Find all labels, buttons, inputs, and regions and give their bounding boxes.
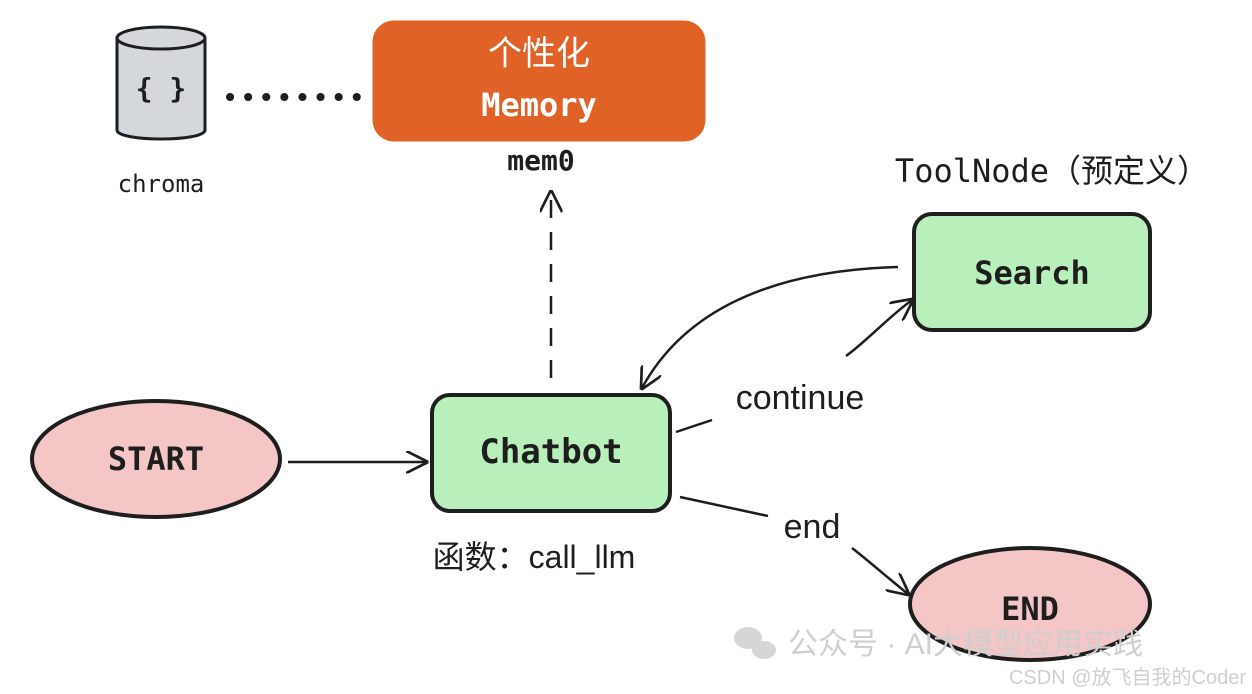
chroma-label: chroma xyxy=(118,170,205,198)
memory-node xyxy=(372,20,706,142)
memory-subtitle: Memory xyxy=(481,86,597,124)
watermark-wechat: 公众号 · AI大模型应用实践 xyxy=(788,628,1143,661)
start-label: START xyxy=(108,440,204,478)
wechat-icon xyxy=(734,627,776,659)
memory-title: 个性化 xyxy=(488,35,590,73)
search-label: Search xyxy=(974,254,1090,292)
chatbot-node xyxy=(430,393,672,513)
edge-end-label: end xyxy=(784,508,841,546)
end-label: END xyxy=(1001,590,1059,628)
chatbot-label: Chatbot xyxy=(479,432,622,472)
edge-chatbot-end xyxy=(679,495,908,594)
memory-caption: mem0 xyxy=(507,144,574,177)
toolnode-label: ToolNode（预定义） xyxy=(895,152,1209,190)
start-node xyxy=(30,399,282,519)
watermark-csdn: CSDN @放飞自我的Coder xyxy=(1009,666,1246,689)
edge-continue-label: continue xyxy=(736,379,865,417)
chroma-database-icon: { } xyxy=(115,25,207,141)
search-node xyxy=(912,212,1152,332)
chroma-braces-icon: { } xyxy=(136,72,187,105)
edge-chatbot-search xyxy=(675,300,912,434)
chatbot-caption: 函数：call_llm xyxy=(433,539,636,575)
edge-search-chatbot xyxy=(642,265,899,388)
